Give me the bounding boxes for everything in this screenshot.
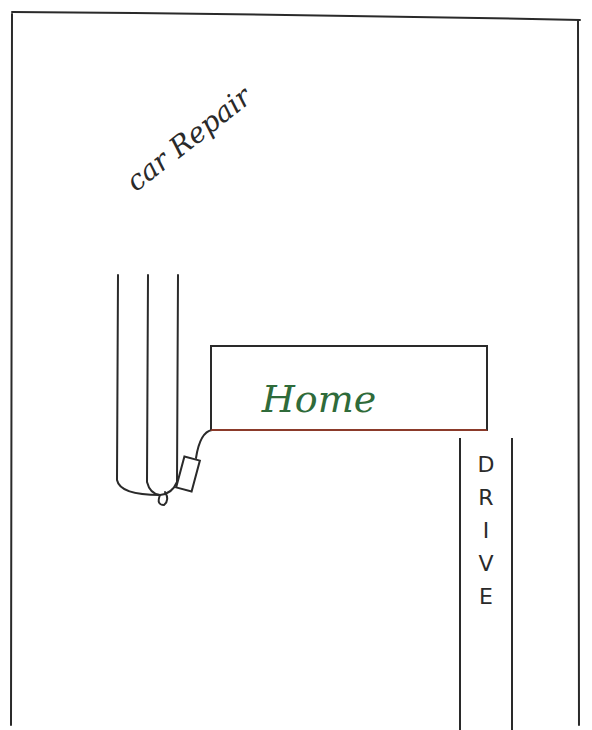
small-box-symbol [176,456,200,491]
lane-line [160,275,178,495]
drive-band: DRIVE [459,438,513,730]
home-box: Home [210,345,488,431]
lane-line [117,275,160,495]
node-text: DRIVE [474,452,499,617]
handwritten-label: car Repair [120,80,258,198]
outer-border-right [578,20,579,725]
lane-loop [159,492,168,505]
connector-wire [196,430,212,458]
outer-border-left [11,14,12,725]
outer-border-top [12,12,580,20]
node-text: Home [262,377,377,421]
lane-line [147,275,160,495]
